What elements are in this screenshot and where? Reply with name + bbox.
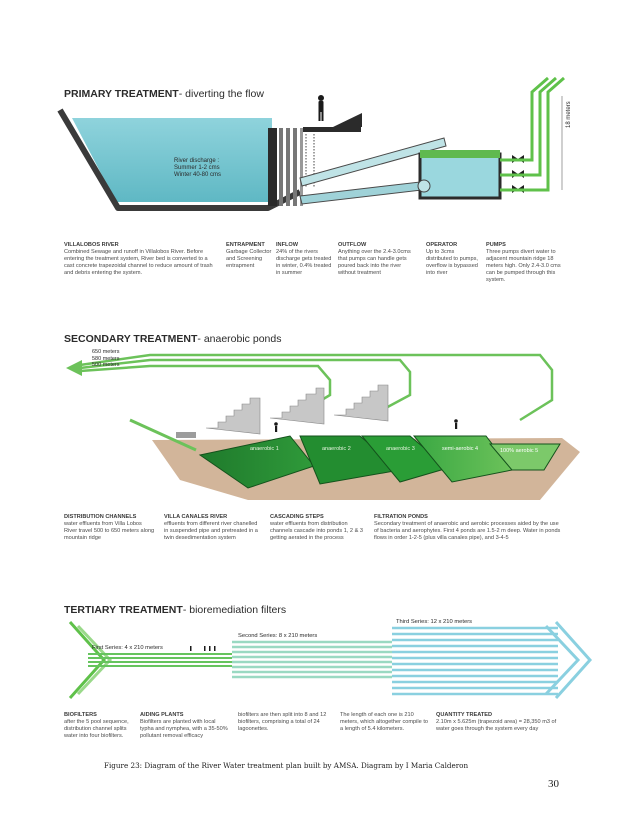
secondary-title: SECONDARY TREATMENT- anaerobic ponds <box>64 333 282 345</box>
river-discharge-label: River discharge : Summer 1-2 cms Winter … <box>174 158 222 178</box>
inflow-chevron <box>68 620 107 700</box>
pond-5-label: 100% aerobic 5 <box>500 448 539 454</box>
tertiary-section <box>68 620 593 700</box>
note-length: The length of each one is 210 meters, wh… <box>340 712 428 732</box>
first-series-lines <box>88 653 232 667</box>
pond-3-label: anaerobic 3 <box>386 446 415 452</box>
pond-2-label: anaerobic 2 <box>322 446 351 452</box>
primary-title: PRIMARY TREATMENT- diverting the flow <box>64 88 264 100</box>
third-series-label: Third Series: 12 x 210 meters <box>396 619 473 625</box>
primary-section <box>57 76 565 211</box>
river-water <box>72 118 272 202</box>
outflow-chevron <box>554 620 593 700</box>
figure-caption: Figure 23: Diagram of the River Water tr… <box>104 761 469 770</box>
outflow-pipe <box>299 181 423 205</box>
second-series-label: Second Series: 8 x 210 meters <box>238 633 318 639</box>
height-label: 18 meters <box>566 101 572 128</box>
river-channel <box>57 108 302 211</box>
pond-5 <box>488 443 561 471</box>
distribution-channels <box>79 353 554 422</box>
operator-tank <box>418 152 502 200</box>
distribution-arrow <box>66 360 82 376</box>
person-icon <box>318 95 324 121</box>
operator-platform <box>303 127 361 132</box>
third-series-lines <box>392 626 558 696</box>
inflow-pipe <box>299 137 447 187</box>
cascading-steps <box>205 384 389 435</box>
villa-canales-pipe <box>129 418 197 452</box>
first-series-label: First Series: 4 x 210 meters <box>92 645 163 651</box>
filtration-ponds <box>198 435 561 489</box>
secondary-section <box>66 353 580 500</box>
entrapment-screen <box>268 128 277 206</box>
tertiary-title: TERTIARY TREATMENT- bioremediation filte… <box>64 604 287 616</box>
page-number: 30 <box>548 778 559 790</box>
pond-4-label: semi-aerobic 4 <box>442 446 479 452</box>
pond-1-label: anaerobic 1 <box>250 446 279 452</box>
pump-lines <box>500 76 565 192</box>
second-series-lines <box>232 640 392 679</box>
channel-lengths: 650 meters 580 meters 500 meters <box>92 349 120 368</box>
note-biofilter-split: biofilters are then split into 8 and 12 … <box>238 712 327 732</box>
